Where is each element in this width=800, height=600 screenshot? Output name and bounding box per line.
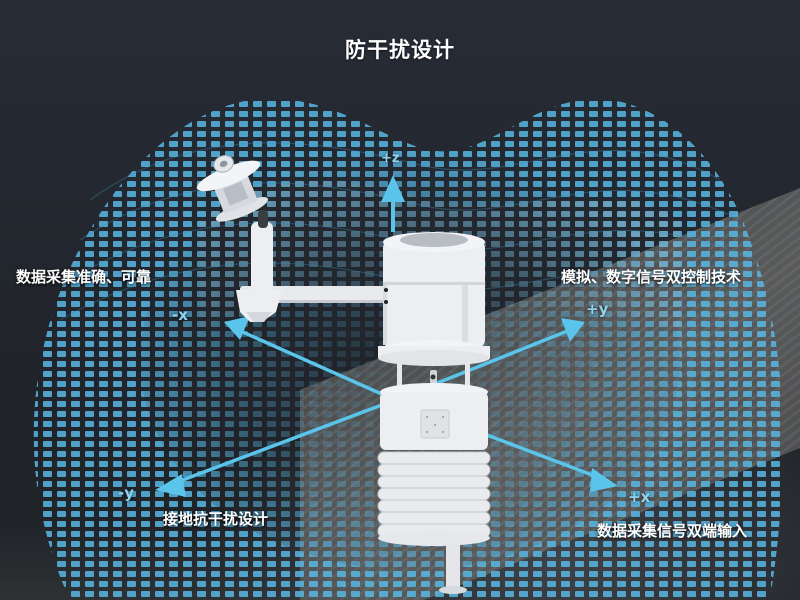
feature-accurate-reliable: 数据采集准确、可靠 — [16, 268, 152, 286]
axis-label-plus-z: +z — [381, 151, 400, 166]
feature-grounding: 接地抗干扰设计 — [163, 510, 269, 528]
axis-arrows — [155, 175, 618, 497]
axis-label-plus-y: +y — [586, 300, 609, 318]
axis-label-plus-x: +x — [628, 488, 651, 506]
feature-dual-control: 模拟、数字信号双控制技术 — [561, 268, 742, 286]
page-title: 防干扰设计 — [345, 38, 455, 62]
axis-label-minus-x: -x — [172, 306, 188, 324]
axis-label-minus-y: -y — [118, 484, 135, 502]
weather-station-device — [196, 155, 491, 594]
feature-dual-input: 数据采集信号双端输入 — [597, 522, 748, 540]
